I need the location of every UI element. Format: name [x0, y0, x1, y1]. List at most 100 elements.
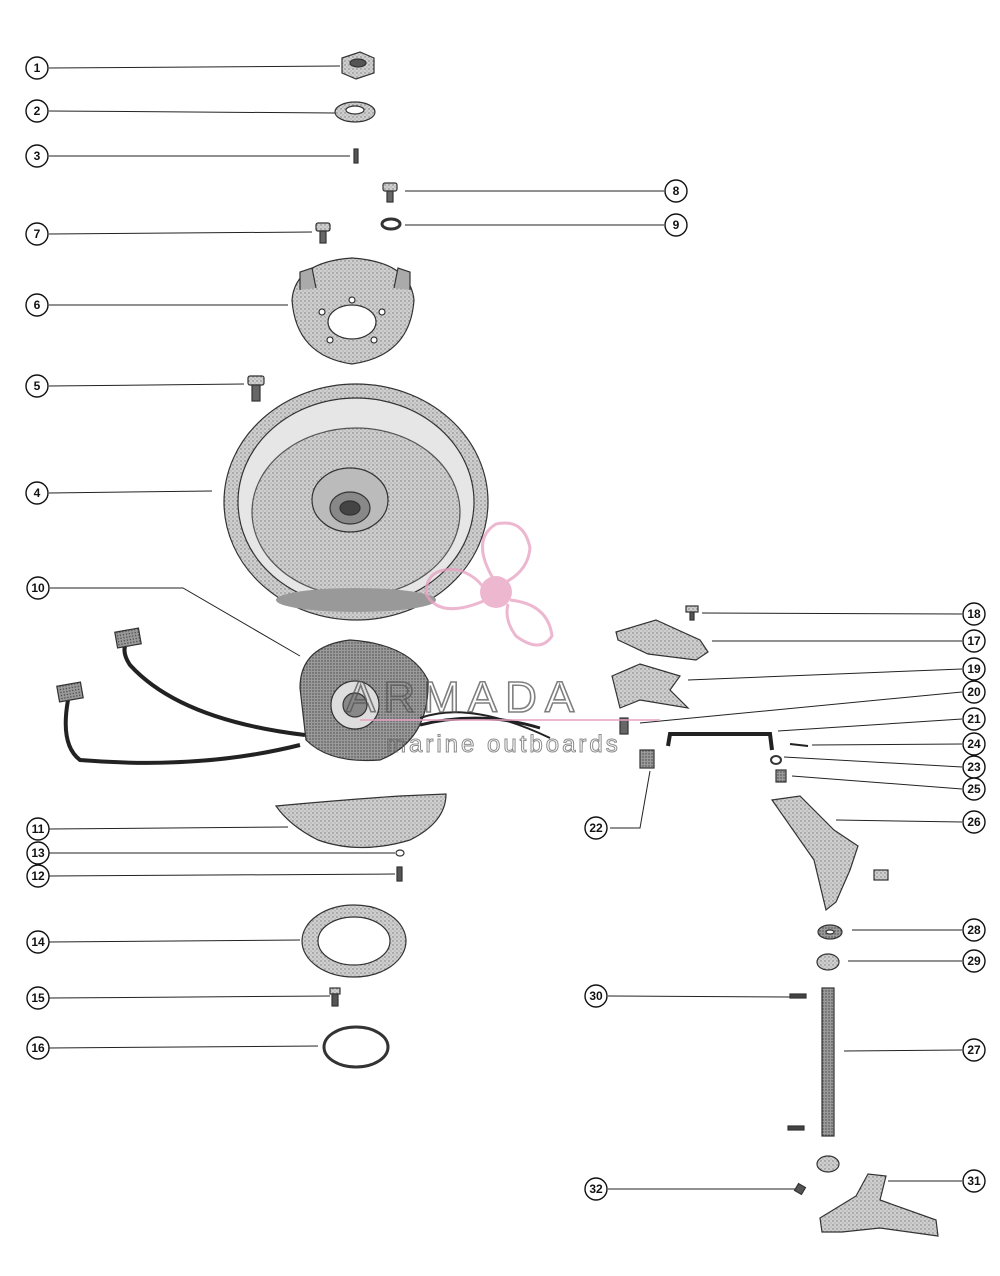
- callout-number: 30: [589, 989, 603, 1003]
- callout-number: 23: [967, 760, 981, 774]
- part-14-gasket: [301, 904, 407, 978]
- callout-circle: [584, 984, 608, 1008]
- callout-number: 6: [34, 298, 41, 312]
- callout-circle: [962, 1038, 986, 1062]
- part-5-bolt: [247, 375, 265, 402]
- callout-circle: [26, 576, 50, 600]
- callout-circle: [664, 179, 688, 203]
- callout-circle: [25, 481, 49, 505]
- callout-26: 26: [962, 810, 986, 834]
- part-21-link-rod: [666, 732, 774, 751]
- callout-number: 3: [34, 149, 41, 163]
- part-8-screw: [382, 182, 398, 203]
- callout-16: 16: [26, 1036, 50, 1060]
- armada-watermark: ARMADA marine outboards: [345, 521, 660, 759]
- callout-11: 11: [26, 817, 50, 841]
- watermark-tagline: marine outboards: [386, 731, 621, 758]
- callout-1: 1: [25, 56, 49, 80]
- callout-19: 19: [962, 657, 986, 681]
- part-6-starter-cup: [291, 257, 415, 365]
- part-20-screw: [619, 717, 629, 735]
- callout-24: 24: [962, 732, 986, 756]
- callout-circle: [962, 810, 986, 834]
- callout-17: 17: [962, 629, 986, 653]
- callout-circle: [26, 864, 50, 888]
- callout-circle: [584, 1177, 608, 1201]
- callout-5: 5: [25, 374, 49, 398]
- callout-number: 2: [34, 104, 41, 118]
- callout-number: 26: [967, 815, 981, 829]
- callout-number: 4: [34, 486, 41, 500]
- callout-22: 22: [584, 816, 608, 840]
- callout-number: 16: [31, 1041, 45, 1055]
- callout-labels: 1234567891011121314151617181920212223242…: [25, 56, 986, 1201]
- callout-8: 8: [664, 179, 688, 203]
- callout-13: 13: [26, 841, 50, 865]
- callout-number: 5: [34, 379, 41, 393]
- callout-number: 18: [967, 607, 981, 621]
- callout-number: 7: [34, 227, 41, 241]
- callout-number: 28: [967, 923, 981, 937]
- watermark-brand: ARMADA: [346, 673, 582, 722]
- callout-number: 9: [673, 218, 680, 232]
- part-4-flywheel: [223, 383, 489, 621]
- part-23-washer: [770, 755, 782, 765]
- part-7-screw: [315, 222, 331, 244]
- callout-circle: [962, 707, 986, 731]
- callout-number: 24: [967, 737, 981, 751]
- callout-6: 6: [25, 293, 49, 317]
- part-26-lever: [770, 795, 889, 912]
- part-18-screw: [685, 605, 699, 621]
- callout-circle: [25, 222, 49, 246]
- callout-circle: [962, 629, 986, 653]
- callout-number: 15: [31, 991, 45, 1005]
- callout-circle: [25, 56, 49, 80]
- callout-number: 27: [967, 1043, 981, 1057]
- callout-circle: [962, 657, 986, 681]
- callout-circle: [962, 680, 986, 704]
- callout-2: 2: [25, 99, 49, 123]
- callout-number: 19: [967, 662, 981, 676]
- part-24-pin: [789, 743, 809, 747]
- callout-circle: [584, 816, 608, 840]
- callout-circle: [962, 918, 986, 942]
- callout-number: 12: [31, 869, 45, 883]
- callout-circle: [962, 777, 986, 801]
- callout-14: 14: [26, 930, 50, 954]
- callout-circle: [25, 293, 49, 317]
- callout-number: 21: [967, 712, 981, 726]
- callout-29: 29: [962, 949, 986, 973]
- callout-number: 10: [31, 581, 45, 595]
- callout-18: 18: [962, 602, 986, 626]
- part-19-clamp: [611, 663, 690, 709]
- part-25-nut: [775, 769, 787, 783]
- callout-circle: [25, 99, 49, 123]
- callout-number: 22: [589, 821, 603, 835]
- part-16-o-ring: [322, 1025, 390, 1069]
- callout-circle: [25, 144, 49, 168]
- callout-circle: [962, 602, 986, 626]
- part-2-washer: [334, 101, 376, 123]
- callout-circle: [26, 817, 50, 841]
- callout-number: 13: [31, 846, 45, 860]
- part-27-shaft: [821, 987, 835, 1137]
- callout-number: 29: [967, 954, 981, 968]
- part-13-washer: [395, 849, 405, 857]
- callout-21: 21: [962, 707, 986, 731]
- callout-circle: [26, 1036, 50, 1060]
- callout-number: 8: [673, 184, 680, 198]
- callout-20: 20: [962, 680, 986, 704]
- callout-number: 31: [967, 1174, 981, 1188]
- callout-number: 25: [967, 782, 981, 796]
- callout-circle: [962, 732, 986, 756]
- callout-7: 7: [25, 222, 49, 246]
- part-11-plate: [274, 793, 447, 849]
- part-17-bracket: [615, 619, 709, 661]
- part-10-stator-assembly: [56, 627, 551, 765]
- callout-circle: [26, 930, 50, 954]
- callout-10: 10: [26, 576, 50, 600]
- part-28-bushing: [817, 924, 843, 940]
- callout-27: 27: [962, 1038, 986, 1062]
- callout-circle: [664, 213, 688, 237]
- part-3-key: [353, 148, 359, 164]
